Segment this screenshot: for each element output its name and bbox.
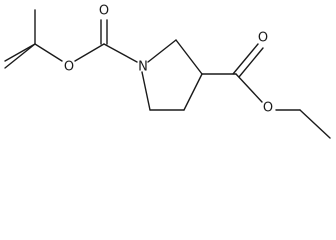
bond-carbonyl-to-nitrogen — [103, 43, 138, 63]
bond-ester-double-b — [238, 47, 264, 78]
bond-oxygen-to-carbonyl — [74, 43, 105, 62]
bond-tbu-methyl-bottom — [4, 43, 36, 69]
molecule-structure: O O N O O — [4, 4, 331, 139]
bond-tbu-methyl-left — [4, 43, 36, 62]
bond-ch2-to-ch3 — [299, 109, 331, 139]
bond-ring-c2-c3 — [175, 39, 203, 75]
bond-tbu-to-oxygen — [34, 43, 63, 62]
atom-label-ester-o-ethyl: O — [263, 101, 273, 116]
bond-ring-n-c2 — [147, 39, 177, 63]
atom-label-carbonyl-o-ethyl: O — [258, 31, 268, 46]
atom-label-carbonyl-o-boc: O — [99, 4, 109, 19]
bond-ring-c3-c4 — [183, 73, 203, 111]
bond-ester-double-a — [232, 43, 259, 75]
bond-ring-c5-n — [141, 71, 151, 111]
bond-ester-carbon-to-oxygen — [235, 73, 263, 103]
atom-label-ester-o-boc: O — [64, 60, 74, 75]
atom-label-ring-nitrogen: N — [138, 60, 148, 75]
